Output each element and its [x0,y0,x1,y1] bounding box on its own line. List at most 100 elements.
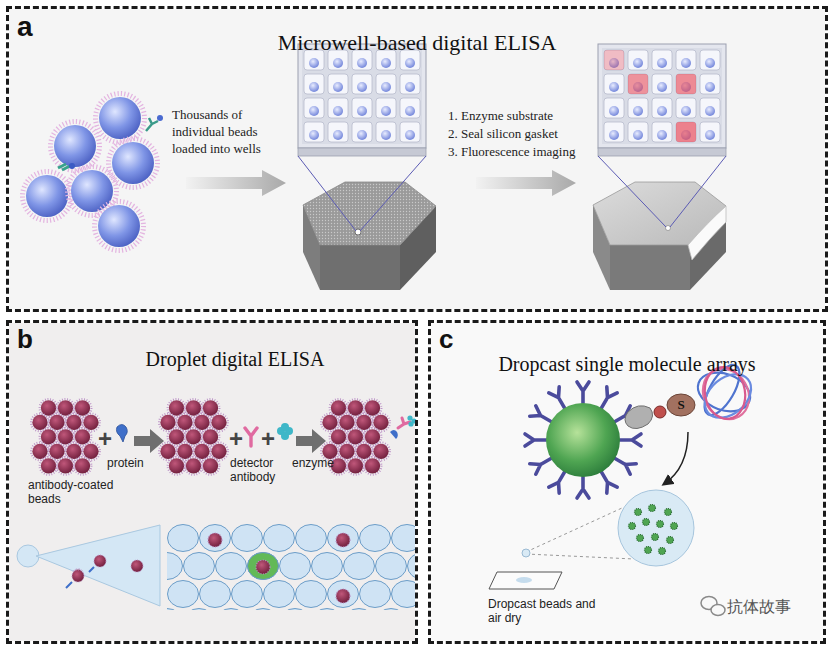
step-arrow [296,429,326,453]
magnified-drop [659,548,666,555]
reagent-icons [408,421,413,426]
capture-beads [109,139,158,188]
sealed-chip [593,182,726,290]
panel-letter: a [17,11,33,43]
panel-box: aMicrowell-based digital ELISA [6,6,828,312]
droplet-array [336,533,350,547]
microwell-chip [303,182,436,245]
imaged-wells-zoom [676,74,696,94]
watermark-icon [701,597,725,616]
annotation-label: + [261,427,275,451]
capture-beads [23,172,72,221]
droplet-array [256,560,270,574]
capture-beads [95,202,144,251]
reagent-icons [116,425,127,443]
magnified-drop [522,490,694,566]
imaged-wells-zoom [604,50,624,70]
microwell-zoom [360,156,426,231]
imaged-wells-zoom [602,48,722,144]
magnified-drop [526,554,634,559]
process-arrow [476,170,576,196]
microwell-zoom [298,156,356,231]
magnified-drop [649,505,656,512]
panel-title: Dropcast single molecule arrays [431,353,823,376]
magnified-drop [657,521,664,528]
step-arrow [134,429,164,453]
annotation-label: enzyme [292,456,334,470]
capture-beads [157,115,163,121]
reagent-icons [281,423,289,431]
curved-arrow [664,432,688,484]
annotation-label: S [674,397,688,413]
microwell-zoom [298,148,426,156]
panel-backgrounds [9,323,415,641]
annotation-label: detector antibody [230,456,292,484]
capture-beads [23,94,164,251]
glass-slide [489,572,562,589]
antibody-bead [525,382,641,498]
droplet-generator [131,560,143,572]
capture-beads [69,163,75,169]
reagent-icons [277,423,293,440]
droplet-array [248,553,279,580]
bead-clusters [159,399,228,475]
microwell-zoom [298,44,426,148]
imaged-wells-zoom [598,44,726,227]
bead-clusters [31,399,100,475]
watermark-icon [711,605,725,616]
process-arrow [186,170,286,196]
magnified-drop [637,535,644,542]
capture-beads [51,122,100,171]
reagent-icons [390,430,398,439]
sealed-chip [610,245,690,290]
panel-letter: c [439,325,453,355]
magnified-drop [645,547,652,554]
imaged-wells-zoom [676,122,696,142]
annotation-label: 1. Enzyme substrate [448,107,598,124]
panel-title: Microwell-based digital ELISA [9,30,825,55]
magnified-drop [671,523,678,530]
droplet-generator [94,555,106,567]
annotation-label: protein [107,456,144,470]
panel-backgrounds [9,9,825,309]
magnified-drop [618,490,694,566]
droplet-array [208,533,222,547]
annotation-label: 2. Seal silicon gasket [448,125,598,142]
sealed-chip [688,206,726,260]
magnified-drop [643,519,650,526]
magnified-drop [526,508,622,552]
imaged-wells-zoom [598,148,726,156]
imaged-wells-zoom [598,44,726,156]
droplet-array [167,524,415,610]
droplet-generator [66,567,94,588]
droplet-array [336,589,350,603]
bead-clusters [31,399,390,475]
immunocomplex [667,394,695,416]
capture-beads [58,164,70,170]
glass-slide [489,572,562,589]
magnified-drop [665,509,672,516]
capture-beads [146,118,158,131]
capture-beads [96,94,145,143]
imaged-wells-zoom [598,156,666,227]
annotation-label: Dropcast beads and air dry [488,597,608,625]
magnified-drop [667,537,674,544]
imaged-wells-zoom [598,44,726,148]
magnified-drop [629,523,636,530]
reagent-icons [245,428,257,446]
antibody-bead [546,403,620,477]
annotation-label: 3. Fluorescence imaging [448,143,608,160]
bead-clusters [31,399,100,475]
droplet-generator [17,525,160,606]
panel-backgrounds [431,323,823,641]
droplet-generator [72,570,84,582]
panel-letter: b [17,325,33,355]
droplet-generator [36,525,160,606]
microwell-chip [303,182,436,290]
magnified-drop [522,549,530,557]
magnified-drop [635,509,642,516]
microwell-chip [320,245,400,290]
glass-slide [516,577,532,583]
magnified-drop [629,505,678,555]
